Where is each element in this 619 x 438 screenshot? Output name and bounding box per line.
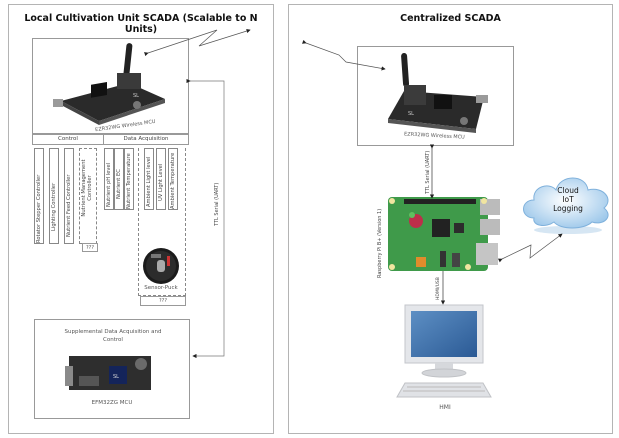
- central-panel-title: Centralized SCADA: [400, 13, 501, 24]
- data-column-temp: Nutrient Temperature: [124, 148, 134, 210]
- data-label-ambient-light: Ambient Light level: [146, 156, 152, 207]
- hmi-caption: HMI: [439, 404, 451, 411]
- cloud-label-line1: Cloud: [557, 186, 579, 195]
- data-acquisition-header-cell: Data Acquisition: [103, 134, 189, 145]
- local-wireless-mcu-box: SL EZR32WG Wireless MCU: [32, 38, 189, 134]
- control-header-cell: Control: [32, 134, 104, 145]
- control-placeholder-box: ???: [82, 243, 98, 252]
- control-column-rotator: Rotator Stepper Controller: [34, 148, 44, 244]
- local-panel-title: Local Cultivation Unit SCADA (Scalable t…: [24, 13, 258, 35]
- control-placeholder: ???: [86, 245, 94, 251]
- data-column-ph: Nutrient pH level: [104, 148, 114, 210]
- sensor-placeholder-box: ???: [140, 296, 186, 306]
- cloud-label-line2: IoT: [562, 195, 574, 204]
- data-column-ambient-temp: Ambient Temperature: [168, 148, 178, 210]
- control-label-management: Nutrient Management Controller: [81, 159, 93, 217]
- control-label-lighting: Lighting Controller: [51, 182, 57, 231]
- cloud-label-line3: Logging: [553, 204, 583, 213]
- data-label-uv: UV Light Level: [158, 163, 164, 201]
- cloud-label: Cloud IoT Logging: [540, 186, 596, 213]
- raspberry-pi-caption: Raspberry Pi B+ (Version 1): [377, 208, 383, 278]
- data-acquisition-header: Data Acquisition: [123, 136, 169, 142]
- supplemental-caption: EFM32ZG MCU: [91, 400, 133, 406]
- control-label-rotator: Rotator Stepper Controller: [36, 174, 42, 243]
- central-serial-link-label: TTL Serial (UART): [425, 150, 431, 194]
- sensor-puck-caption: Sensor-Puck: [144, 285, 178, 291]
- data-label-ambient-temp: Ambient Temperature: [170, 152, 176, 209]
- hdmi-link-label: HDMI/USB: [436, 277, 441, 300]
- svg-text:SL: SL: [408, 111, 414, 117]
- control-header: Control: [58, 136, 78, 142]
- efm32-board-icon: SL: [65, 356, 151, 390]
- supplemental-box: Supplemental Data Acquisition and Contro…: [34, 319, 190, 419]
- sensor-placeholder: ???: [159, 298, 167, 304]
- raspberry-pi-icon: [388, 197, 500, 271]
- data-label-ph: Nutrient pH level: [106, 162, 112, 207]
- control-column-lighting: Lighting Controller: [49, 148, 59, 244]
- svg-text:SL: SL: [133, 93, 139, 99]
- dev-board-icon: SL: [388, 53, 488, 133]
- central-wireless-mcu-box: SL EZR32WG Wireless MCU: [357, 46, 514, 146]
- control-column-feed: Nutrient Feed Controller: [64, 148, 74, 244]
- dev-board-icon: SL: [53, 43, 165, 125]
- data-column-ambient-light: Ambient Light level: [144, 148, 154, 210]
- computer-monitor-icon: [396, 304, 492, 398]
- cloud-icon: [523, 177, 609, 234]
- sensor-puck-icon: [143, 248, 179, 284]
- control-label-feed: Nutrient Feed Controller: [66, 174, 72, 237]
- svg-text:SL: SL: [113, 374, 119, 380]
- data-label-ec: Nutrient EC: [116, 169, 122, 199]
- data-column-ec: Nutrient EC: [114, 148, 124, 210]
- control-column-management: Nutrient Management Controller: [79, 148, 97, 244]
- local-serial-link-label: TTL Serial (UART): [214, 182, 220, 226]
- supplemental-title: Supplemental Data Acquisition and Contro…: [64, 329, 162, 343]
- data-label-temp: Nutrient Temperature: [126, 153, 132, 209]
- data-column-uv: UV Light Level: [156, 148, 166, 210]
